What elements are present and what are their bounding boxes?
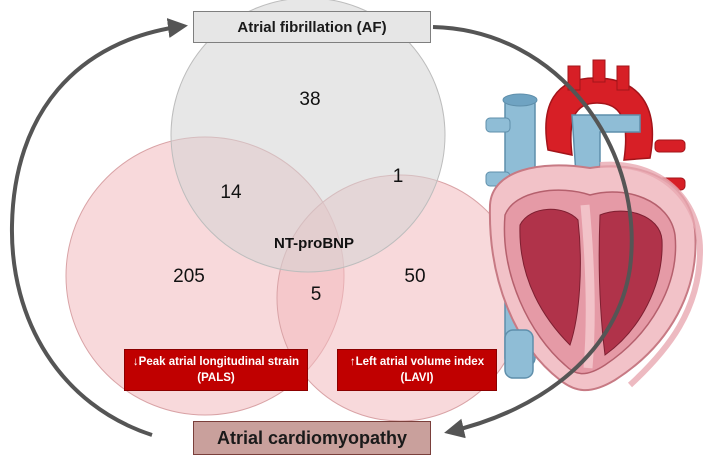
cycle-arrow-right xyxy=(432,25,634,439)
pals-box: ↓Peak atrial longitudinal strain (PALS) xyxy=(124,349,308,391)
count-af-lavi: 1 xyxy=(393,166,404,187)
af-box-label: Atrial fibrillation (AF) xyxy=(237,18,387,36)
count-af-pals: 14 xyxy=(220,182,242,203)
lavi-box-label: ↑Left atrial volume index (LAVI) xyxy=(349,356,485,384)
count-pals-only: 205 xyxy=(173,266,205,287)
cycle-arrow-left xyxy=(9,18,188,437)
count-lavi-only: 50 xyxy=(404,266,425,287)
center-label-ntprobnp: NT-proBNP xyxy=(274,235,354,252)
count-pals-lavi: 5 xyxy=(311,284,322,305)
atrial-cardiomyopathy-label: Atrial cardiomyopathy xyxy=(216,427,408,448)
count-af-only: 38 xyxy=(299,89,320,110)
af-box: Atrial fibrillation (AF) xyxy=(193,11,431,43)
af-circle xyxy=(170,0,446,273)
pals-box-label: ↓Peak atrial longitudinal strain (PALS) xyxy=(132,356,300,384)
heart-anatomy-icon xyxy=(485,59,703,392)
lavi-box: ↑Left atrial volume index (LAVI) xyxy=(337,349,497,391)
atrial-cardiomyopathy-box: Atrial cardiomyopathy xyxy=(193,421,431,455)
